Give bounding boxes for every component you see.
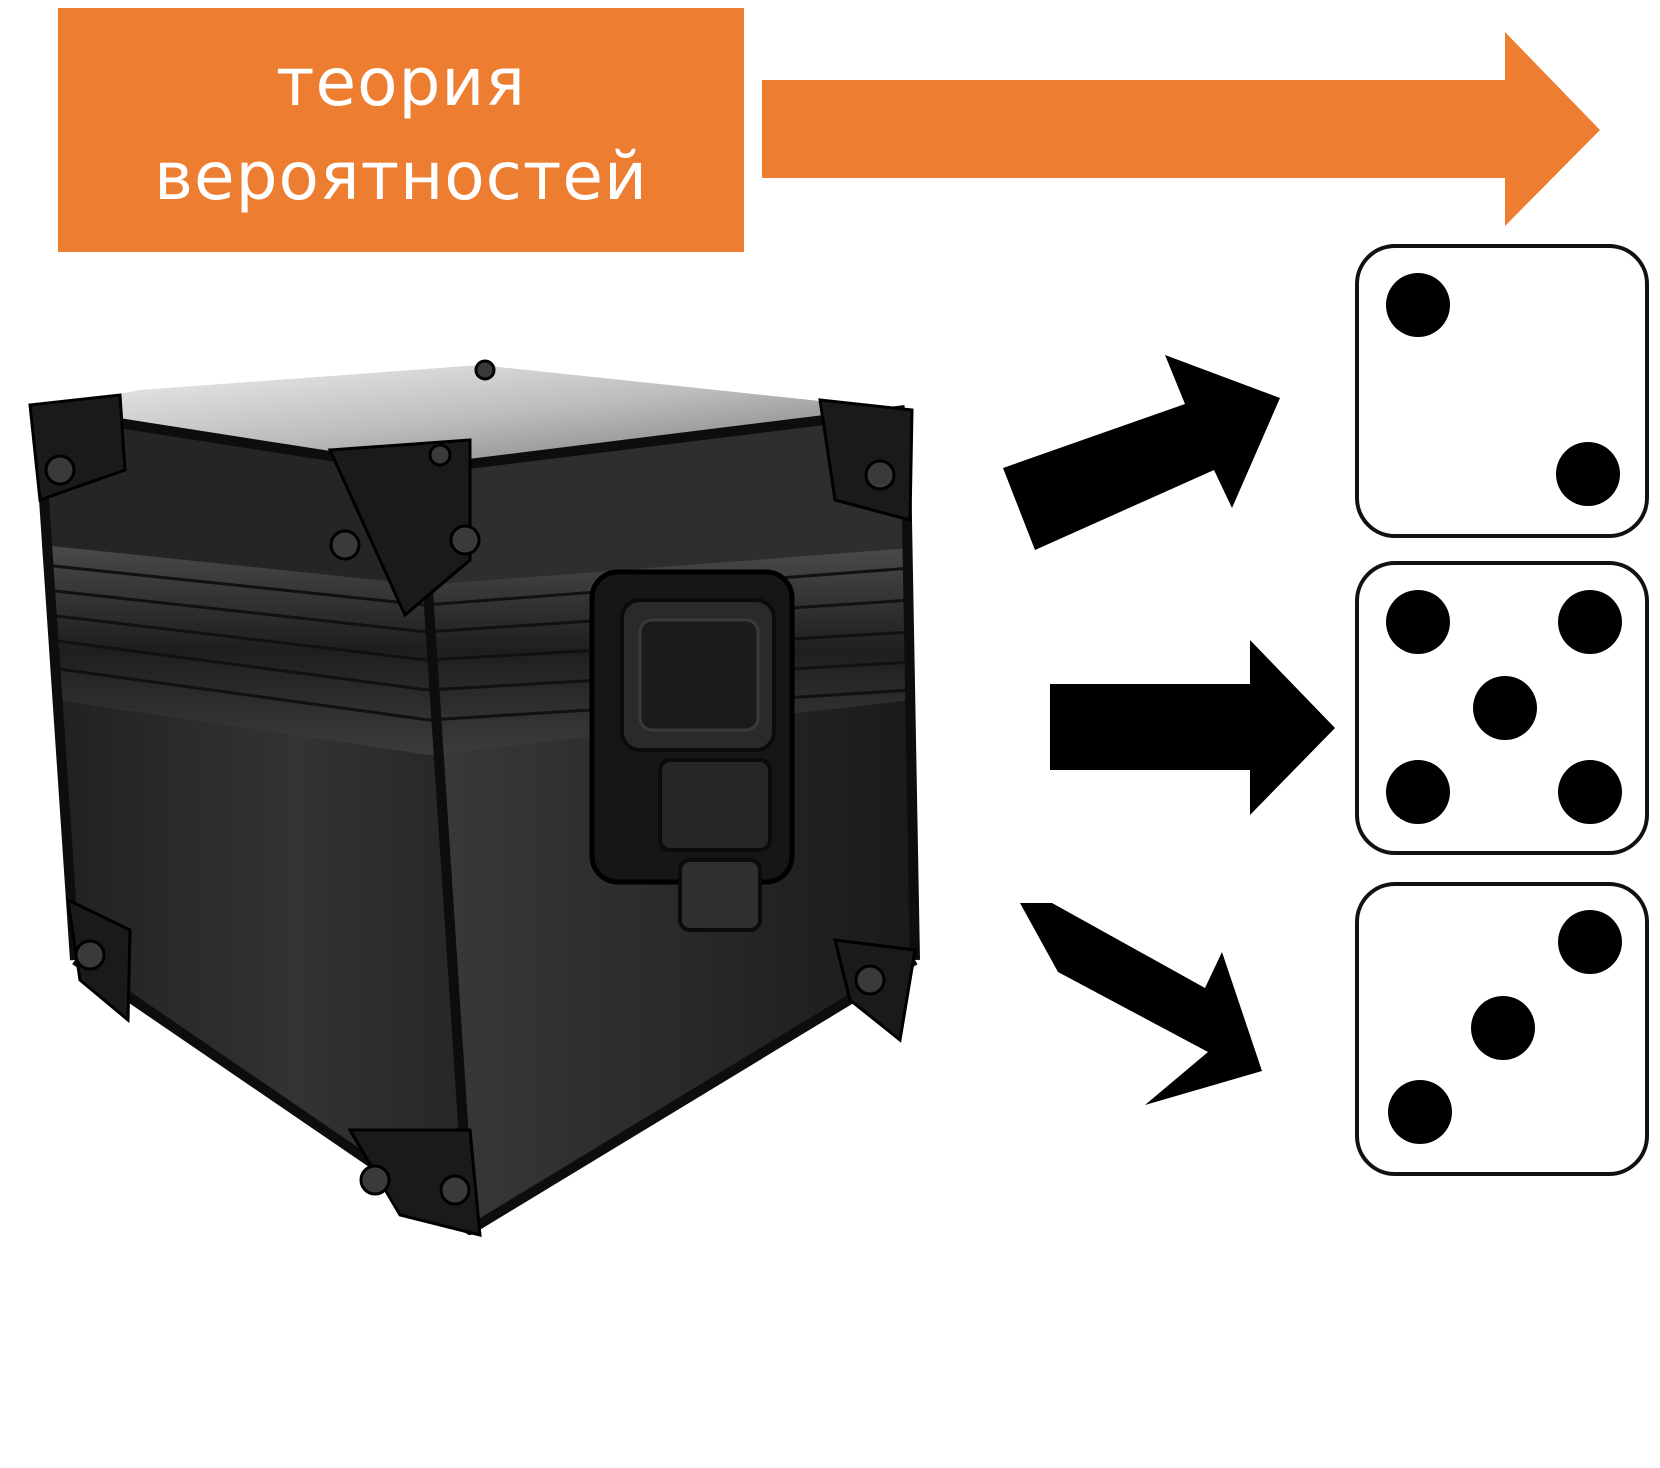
outcome-arrows (1003, 355, 1335, 1105)
top-arrow-icon (762, 32, 1600, 226)
latch-icon (589, 569, 795, 932)
arrow-right-icon (1050, 640, 1335, 815)
title-line-1: теория (276, 44, 526, 121)
die-five-icon (1355, 561, 1649, 855)
arrow-up-right-icon (1003, 355, 1280, 550)
arrow-down-right-icon (1020, 903, 1262, 1105)
die-two-icon (1355, 244, 1649, 538)
die-three-icon (1355, 882, 1649, 1176)
title-box: теория вероятностей (58, 8, 744, 252)
black-box-icon (28, 359, 920, 1237)
title-line-2: вероятностей (154, 138, 648, 215)
